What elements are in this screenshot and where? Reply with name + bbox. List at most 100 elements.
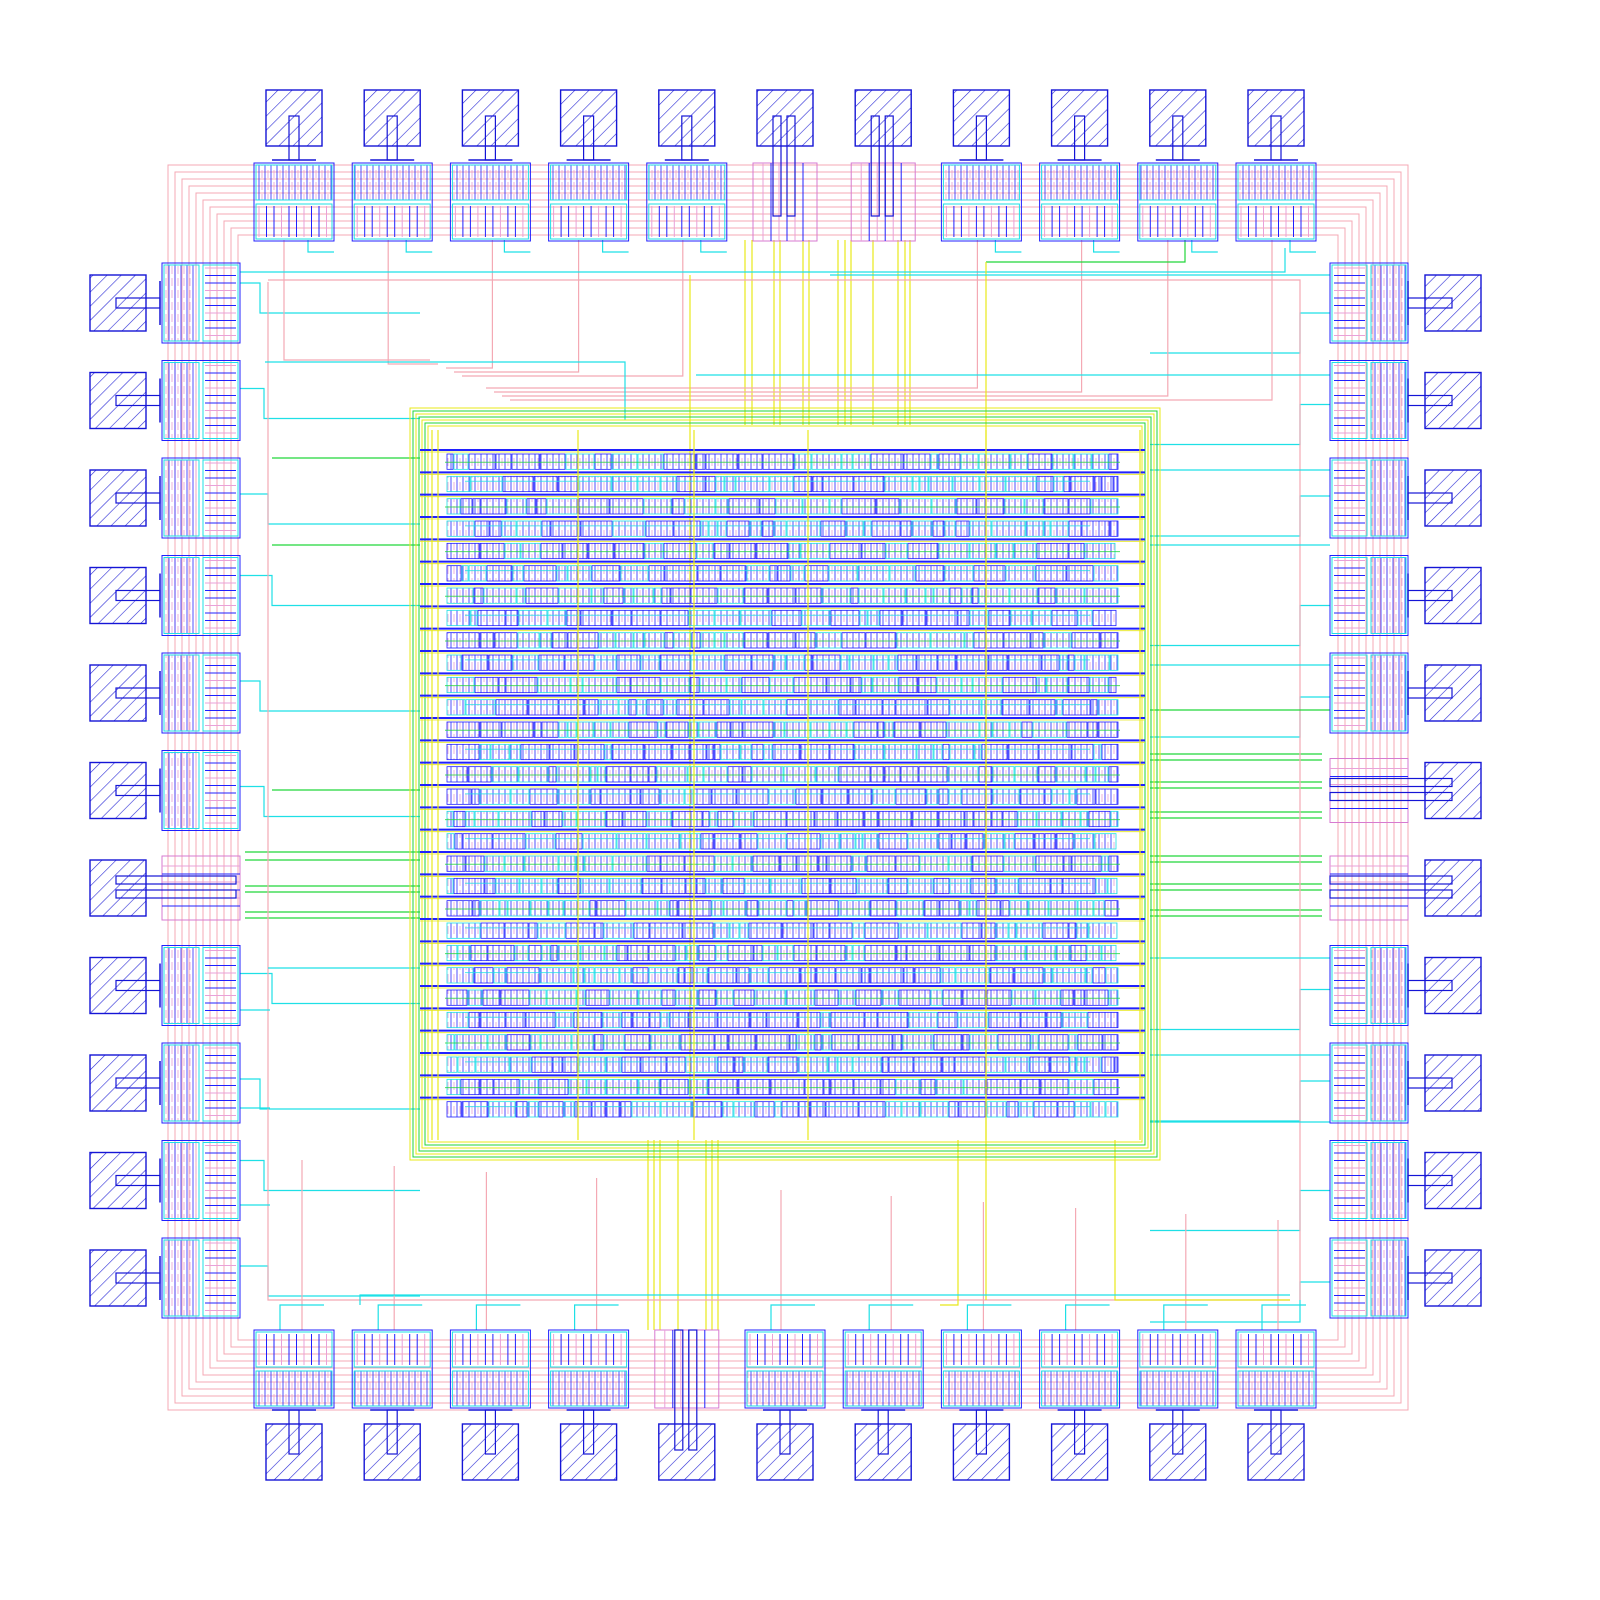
std-cell [907,542,939,560]
std-cell [762,944,778,962]
io-cell-logic [1041,203,1119,240]
std-cell [880,1078,896,1096]
std-cell [603,587,624,604]
std-cell [673,520,701,537]
std-cell [707,967,737,984]
std-cell [489,520,502,537]
io-cells [161,162,1409,1409]
std-cell [794,453,812,470]
std-cell [1084,587,1119,604]
std-cell [640,788,660,805]
std-cell [474,676,499,694]
std-cell [927,699,950,716]
io-cell-driver [163,752,200,829]
std-cell [516,587,526,604]
std-cell [648,766,657,783]
std-cell [714,632,725,649]
std-cell [858,1034,893,1051]
std-cell [649,922,683,939]
std-cell [1027,453,1053,470]
bond-pad-bottom [265,1423,323,1481]
signal-route [1114,1140,1290,1301]
std-cell [625,900,658,917]
std-cell [873,654,889,671]
std-cell [1053,475,1064,493]
std-cell [527,699,559,716]
std-cell [885,1101,902,1118]
std-cell [952,475,980,493]
io-cell [161,360,241,441]
std-cell [484,877,496,895]
std-cell [511,453,540,470]
std-cell [660,676,690,694]
std-cell [509,1056,532,1073]
std-cell [741,676,770,694]
std-cell [590,766,598,783]
std-cell [848,788,873,805]
std-cell [884,721,894,738]
std-cell [788,542,801,560]
std-cell [643,498,672,515]
std-cell [1014,766,1038,783]
std-cell [957,1011,989,1029]
std-cell [552,1056,563,1073]
std-cell [830,877,857,895]
std-cell [616,676,631,694]
std-cell [850,676,862,694]
bond-pad-right [1424,371,1482,430]
std-cell [783,766,816,783]
std-cell [603,1034,625,1051]
std-cell [646,810,672,828]
std-cell [839,833,856,850]
std-cell [540,1034,572,1051]
pad-stub [870,115,880,217]
std-cell [948,855,972,872]
std-cell [1005,475,1037,493]
std-cell [624,1034,651,1051]
std-cell [454,833,463,850]
std-cell [1017,810,1037,828]
std-cell [938,833,952,850]
std-cell [698,944,716,962]
std-cell [603,922,634,939]
std-cell [861,542,886,560]
std-cell [659,654,691,671]
bond-pad-left [89,1249,147,1307]
std-cell [656,766,688,783]
std-cell [713,922,730,939]
std-cell [845,520,864,537]
std-cell [829,922,853,939]
std-cell [971,855,1004,872]
std-cell [1068,922,1077,939]
std-cell [863,810,879,828]
std-cell [907,833,939,850]
bond-pad-top [265,89,323,147]
std-cell [557,788,591,805]
std-cell [531,810,545,828]
std-cell [1055,766,1086,783]
std-cell [930,989,943,1006]
io-cell [161,652,241,734]
io-cell-driver [648,164,726,201]
std-cell [1093,743,1102,761]
std-cell [838,699,856,716]
std-cell [446,900,473,917]
std-cell [1002,676,1037,694]
std-cell [849,654,874,671]
std-cell [604,743,612,761]
std-cell [864,922,899,939]
io-cell [548,162,630,242]
std-cell [884,766,901,783]
std-cell [580,877,610,895]
std-cell [1074,1101,1091,1118]
std-cell [1093,900,1105,917]
std-cell [992,721,1010,738]
std-cell [1094,833,1117,850]
std-cell [446,699,466,716]
std-cell [605,810,623,828]
std-cell [763,699,787,716]
signal-route [265,361,626,420]
std-cell [804,565,829,582]
std-cell [692,1101,723,1118]
io-cell-logic [550,203,628,240]
